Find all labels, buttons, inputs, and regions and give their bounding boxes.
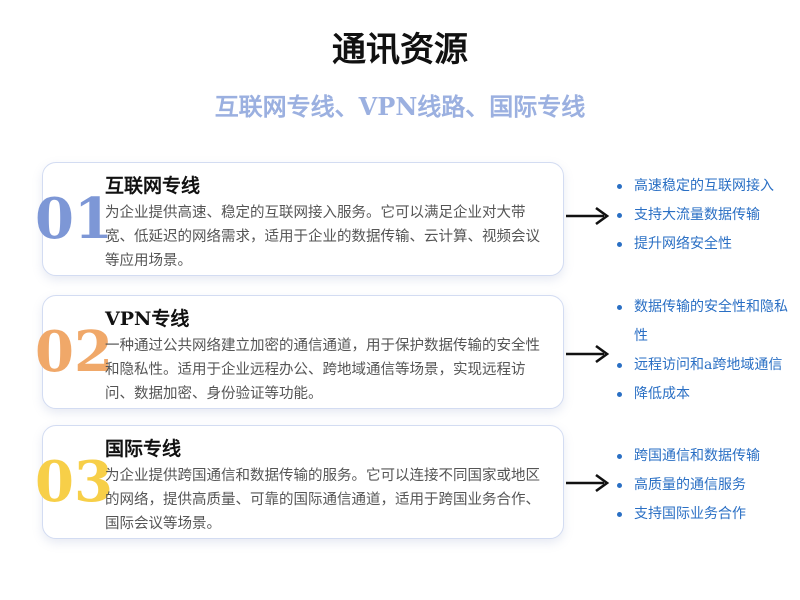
bullet-dot-icon (617, 512, 622, 517)
list-item: 降低成本 (614, 380, 800, 409)
section-points: 数据传输的安全性和隐私性 远程访问和a跨地域通信 降低成本 (614, 293, 800, 409)
list-item: 跨国通信和数据传输 (614, 442, 800, 471)
point-text: 提升网络安全性 (634, 236, 732, 252)
point-text: 高速稳定的互联网接入 (634, 178, 774, 194)
bullet-dot-icon (617, 483, 622, 488)
section-points: 跨国通信和数据传输 高质量的通信服务 支持国际业务合作 (614, 442, 800, 529)
bullet-dot-icon (617, 213, 622, 218)
point-text: 跨国通信和数据传输 (634, 448, 760, 464)
point-text: 支持大流量数据传输 (634, 207, 760, 223)
arrow-right-icon (566, 206, 610, 226)
point-text: 远程访问和a跨地域通信 (634, 357, 783, 373)
section-number: 02 (35, 319, 113, 385)
section-description: 一种通过公共网络建立加密的通信通道，用于保护数据传输的安全性和隐私性。适用于企业… (105, 338, 540, 402)
section-points: 高速稳定的互联网接入 支持大流量数据传输 提升网络安全性 (614, 172, 800, 259)
bullet-dot-icon (617, 305, 622, 310)
bullet-dot-icon (617, 454, 622, 459)
section-card-internet: 01 互联网专线 为企业提供高速、稳定的互联网接入服务。它可以满足企业对大带宽、… (35, 162, 564, 276)
point-text: 数据传输的安全性和隐私性 (634, 299, 788, 344)
bullet-dot-icon (617, 363, 622, 368)
list-item: 高速稳定的互联网接入 (614, 172, 800, 201)
bullet-dot-icon (617, 392, 622, 397)
point-text: 高质量的通信服务 (634, 477, 746, 493)
arrow-right-icon (566, 473, 610, 493)
page-subtitle: 互联网专线、VPN线路、国际专线 (214, 92, 586, 121)
list-item: 提升网络安全性 (614, 230, 800, 259)
section-title: 国际专线 (105, 438, 182, 460)
bullet-dot-icon (617, 242, 622, 247)
section-number: 01 (35, 186, 113, 252)
list-item: 支持国际业务合作 (614, 500, 800, 529)
list-item: 远程访问和a跨地域通信 (614, 351, 800, 380)
list-item: 数据传输的安全性和隐私性 (614, 293, 800, 351)
section-description: 为企业提供跨国通信和数据传输的服务。它可以连接不同国家或地区的网络，提供高质量、… (105, 468, 540, 532)
section-card-vpn: 02 VPN专线 一种通过公共网络建立加密的通信通道，用于保护数据传输的安全性和… (35, 295, 564, 409)
point-text: 支持国际业务合作 (634, 506, 746, 522)
bullet-dot-icon (617, 184, 622, 189)
section-description: 为企业提供高速、稳定的互联网接入服务。它可以满足企业对大带宽、低延迟的网络需求，… (105, 205, 540, 269)
page-title: 通讯资源 (332, 30, 468, 70)
list-item: 支持大流量数据传输 (614, 201, 800, 230)
list-item: 高质量的通信服务 (614, 471, 800, 500)
section-card-international: 03 国际专线 为企业提供跨国通信和数据传输的服务。它可以连接不同国家或地区的网… (35, 425, 564, 539)
section-number: 03 (35, 449, 113, 515)
arrow-right-icon (566, 344, 610, 364)
point-text: 降低成本 (634, 386, 690, 402)
section-title: 互联网专线 (105, 175, 201, 197)
section-title: VPN专线 (105, 308, 190, 330)
